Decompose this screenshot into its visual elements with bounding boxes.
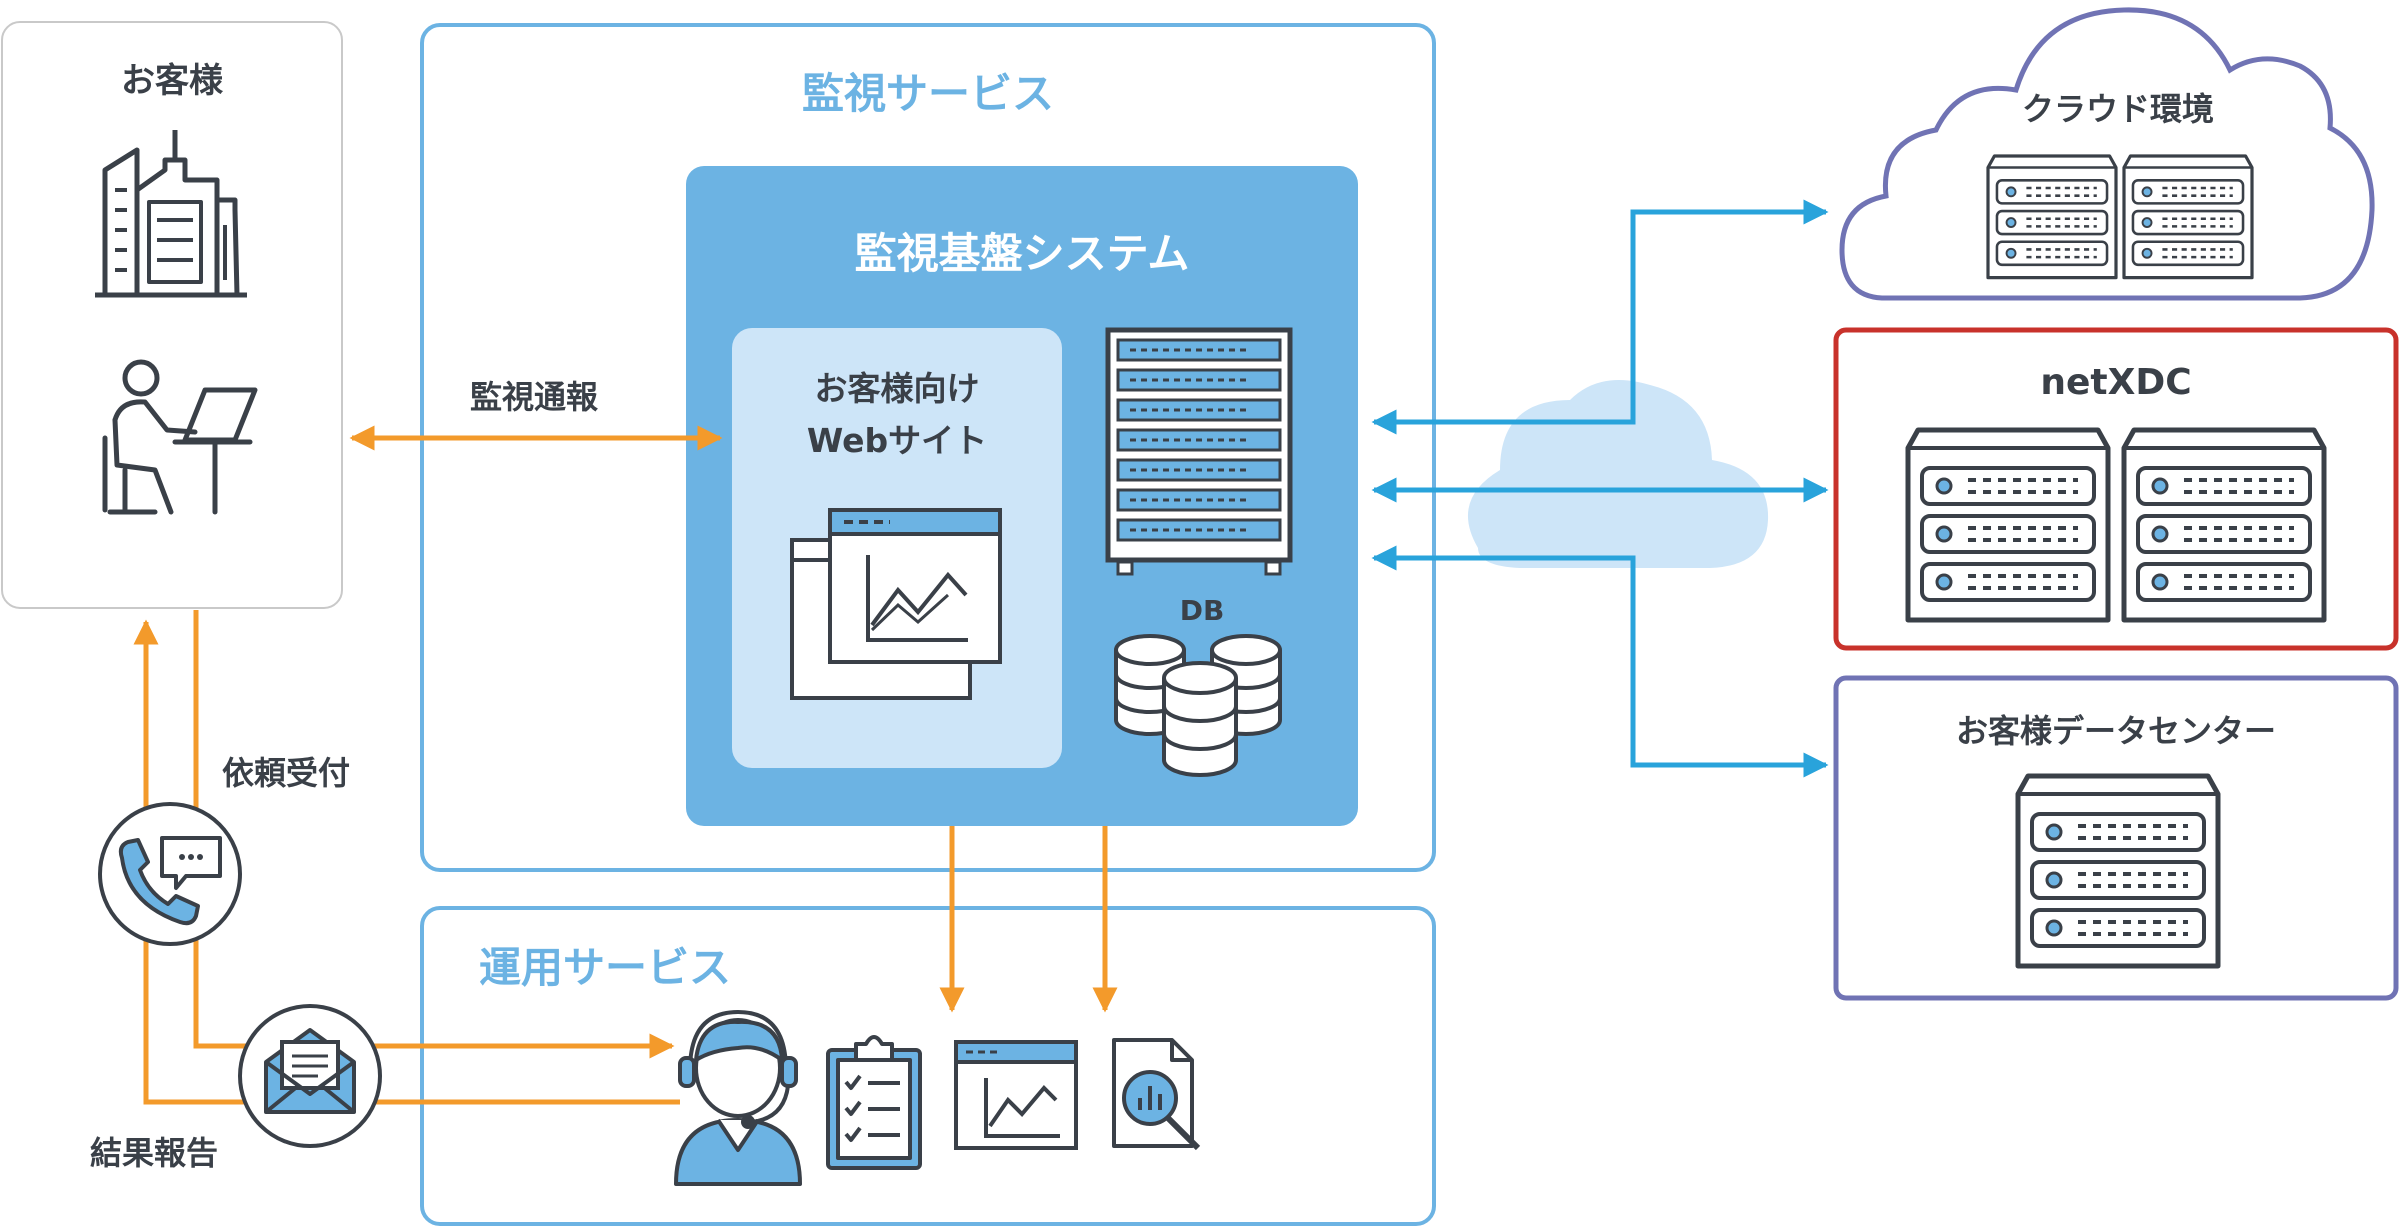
report-analysis-icon (1112, 1038, 1201, 1151)
operation-service-title: 運用サービス (479, 943, 731, 992)
netxdc-server-icon-1 (1908, 430, 2108, 620)
cloud-environment-title: クラウド環境 (2022, 90, 2214, 128)
database-icon (1114, 634, 1282, 777)
building-icon (95, 130, 247, 298)
network-connections (1371, 199, 1829, 778)
monitoring-service-title: 監視サービス (802, 69, 1054, 118)
flow-request-reception-arrow (193, 610, 675, 1059)
customer-datacenter-box: お客様データセンター (1833, 675, 2399, 1001)
flow-monitoring-report-label: 監視通報 (470, 378, 598, 416)
server-rack-icon (1105, 327, 1293, 576)
cloud-server-icon-2 (2122, 154, 2254, 280)
operation-service-box: 運用サービス (420, 906, 1436, 1226)
mail-icon (238, 1004, 382, 1148)
flow-request-reception-label: 依頼受付 (222, 754, 350, 792)
customer-website-line2: Webサイト (807, 421, 987, 460)
customer-box: お客様 (1, 21, 343, 609)
flow-platform-to-operation-arrows (939, 826, 1118, 1013)
cloud-server-icon-1 (1986, 154, 2118, 280)
website-chart-icon (790, 508, 1002, 700)
person-laptop-icon (102, 359, 258, 515)
netxdc-box: netXDC (1833, 327, 2399, 651)
cloud-environment: クラウド環境 (1839, 7, 2375, 301)
customer-datacenter-server-icon (2018, 776, 2218, 966)
operation-chart-icon (954, 1040, 1078, 1150)
operator-headset-icon (674, 1010, 802, 1186)
flow-result-report-label: 結果報告 (90, 1134, 218, 1172)
phone-chat-icon (98, 802, 242, 946)
netxdc-title: netXDC (2040, 362, 2191, 403)
monitoring-platform-title: 監視基盤システム (855, 229, 1190, 278)
db-label: DB (1180, 594, 1225, 627)
customer-website-line1: お客様向け (815, 369, 980, 408)
clipboard-checklist-icon (826, 1035, 922, 1170)
monitoring-platform-box: 監視基盤システム お客様向け Webサイト (686, 166, 1358, 826)
customer-datacenter-title: お客様データセンター (1956, 712, 2276, 750)
netxdc-server-icon-2 (2124, 430, 2324, 620)
customer-title: お客様 (121, 61, 224, 101)
network-cloud-icon (1467, 380, 1769, 568)
flow-result-report-arrow (133, 619, 680, 1105)
